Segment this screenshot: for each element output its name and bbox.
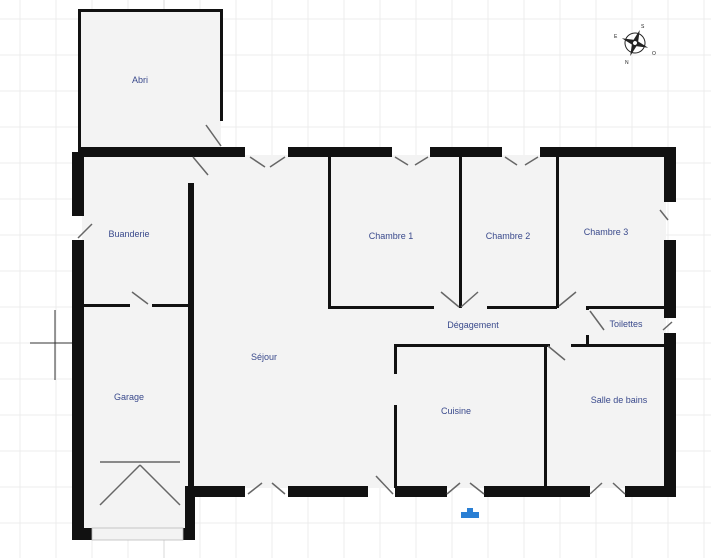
abri-floor [80, 11, 221, 149]
doors[interactable] [77, 124, 673, 541]
room-label-salle-de-bains: Salle de bains [591, 395, 648, 405]
room-label-degagement: Dégagement [447, 320, 499, 330]
room-label-chambre-1: Chambre 1 [369, 231, 414, 241]
room-label-abri: Abri [132, 75, 148, 85]
compass-letter: E [614, 34, 618, 40]
room-label-chambre-2: Chambre 2 [486, 231, 531, 241]
walls [72, 9, 676, 540]
compass-letter: S [641, 24, 645, 30]
compass-letter: N [625, 60, 629, 66]
garage-floor [82, 488, 187, 530]
room-label-buanderie: Buanderie [108, 229, 149, 239]
compass-rose-icon [621, 29, 649, 57]
house-floor [82, 155, 666, 488]
compass-letter: O [652, 51, 656, 57]
room-label-chambre-3: Chambre 3 [584, 227, 629, 237]
room-label-sejour: Séjour [251, 352, 277, 362]
room-label-garage: Garage [114, 392, 144, 402]
entrance-marker-icon[interactable] [461, 508, 479, 518]
room-label-cuisine: Cuisine [441, 406, 471, 416]
room-label-toilettes: Toilettes [609, 319, 643, 329]
